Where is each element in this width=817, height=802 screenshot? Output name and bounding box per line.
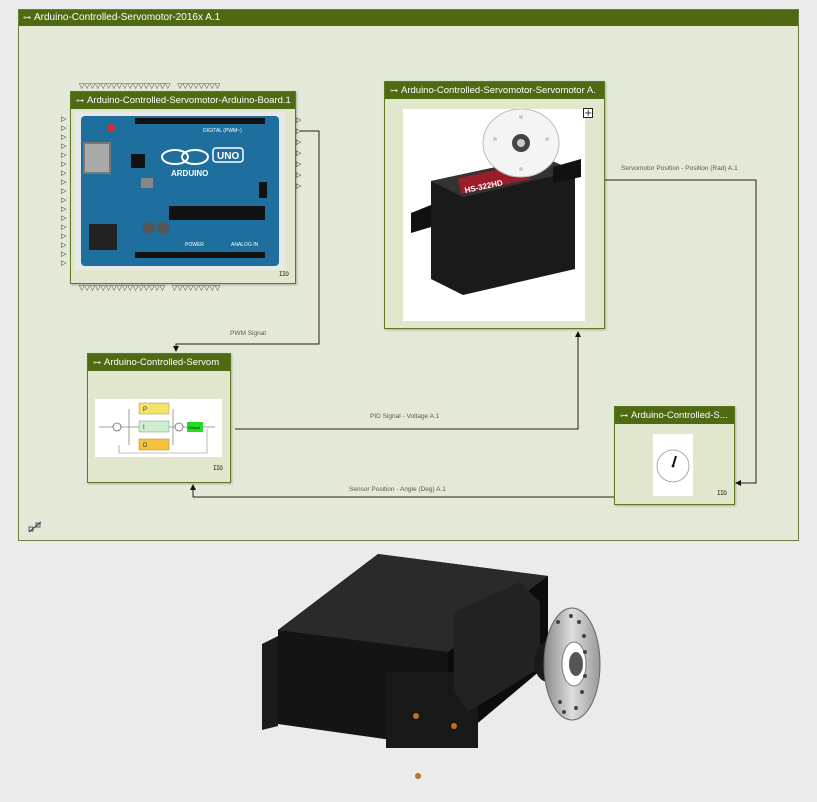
- wire-pid-signal[interactable]: [235, 331, 581, 430]
- pid-label-i: I: [143, 425, 145, 431]
- subsystem-icon: ⊶: [93, 358, 101, 367]
- board-io-tag: IIO: [279, 271, 289, 278]
- expand-button[interactable]: +: [583, 108, 593, 119]
- diagram-title-bar[interactable]: ⊶Arduino-Controlled-Servomotor-2016x A.1: [19, 10, 798, 26]
- pid-label-d: D: [143, 443, 148, 449]
- wire-sensor-position[interactable]: [190, 484, 614, 498]
- board-power-label: POWER: [185, 242, 204, 248]
- label-servomotor-position: Servomotor Position - Position (Rad) A.1: [621, 165, 738, 172]
- block-sensor[interactable]: ⊶Arduino-Controlled-S... IIO: [614, 406, 735, 505]
- pid-label-output: Output: [188, 425, 201, 430]
- block-controller-title: ⊶Arduino-Controlled-Servom: [88, 354, 230, 371]
- board-uno-label: UNO: [217, 151, 239, 162]
- block-servomotor-title-text: Arduino-Controlled-Servomotor-Servomotor…: [401, 85, 596, 96]
- controller-io-tag: IIO: [213, 465, 223, 472]
- arduino-board-image: DIGITAL (PWM~) ARDUINO UNO POWER ANALOG …: [75, 112, 285, 270]
- board-left-pins[interactable]: ▷▷▷▷▷▷▷▷▷▷▷▷▷▷▷▷▷: [61, 115, 67, 267]
- connection-wires: [173, 130, 757, 498]
- block-controller-title-text: Arduino-Controlled-Servom: [104, 357, 220, 368]
- label-sensor-position: Sensor Position - Angle (Deg) A.1: [349, 486, 446, 493]
- wire-servomotor-position[interactable]: [604, 179, 757, 486]
- board-right-pins[interactable]: ▷▷▷▷▷▷▷: [296, 116, 302, 190]
- board-analog-label: ANALOG IN: [231, 242, 259, 248]
- subsystem-icon: ⊶: [23, 13, 31, 22]
- block-arduino-board-title: ⊶Arduino-Controlled-Servomotor-Arduino-B…: [71, 92, 295, 109]
- subsystem-icon: ⊶: [620, 411, 628, 420]
- sensor-dial-image: [653, 434, 693, 496]
- diagram-title: Arduino-Controlled-Servomotor-2016x A.1: [34, 12, 221, 23]
- block-sensor-title-text: Arduino-Controlled-S...: [631, 410, 728, 421]
- block-servomotor-title: ⊶Arduino-Controlled-Servomotor-Servomoto…: [385, 82, 604, 99]
- board-brand-label: ARDUINO: [171, 169, 208, 178]
- label-pwm-signal: PWM Signal: [230, 330, 266, 337]
- wire-pwm-signal[interactable]: [173, 130, 320, 352]
- block-arduino-board-title-text: Arduino-Controlled-Servomotor-Arduino-Bo…: [87, 95, 291, 106]
- block-controller[interactable]: ⊶Arduino-Controlled-Servom P I D Output …: [87, 353, 231, 483]
- sensor-io-tag: IIO: [717, 490, 727, 497]
- board-top-pins[interactable]: ▽▽▽▽▽▽▽▽▽▽▽▽▽▽▽▽▽ ▽▽▽▽▽▽▽▽: [79, 82, 221, 90]
- pid-label-p: P: [143, 407, 147, 413]
- servomotor-image: HS-322HD: [403, 109, 585, 321]
- board-bottom-pins[interactable]: ▽▽▽▽▽▽▽▽▽▽▽▽▽▽▽▽ ▽▽▽▽▽▽▽▽▽: [79, 284, 221, 292]
- subsystem-icon: ⊶: [76, 96, 84, 105]
- label-pid-signal: PID Signal - Voltage A.1: [370, 413, 440, 420]
- servo-3d-render: [262, 554, 601, 779]
- block-servomotor[interactable]: ⊶Arduino-Controlled-Servomotor-Servomoto…: [384, 81, 605, 329]
- diagram-canvas: ⊶Arduino-Controlled-Servomotor-2016x A.1…: [18, 9, 799, 541]
- block-arduino-board[interactable]: ⊶Arduino-Controlled-Servomotor-Arduino-B…: [70, 91, 296, 284]
- block-sensor-title: ⊶Arduino-Controlled-S...: [615, 407, 734, 424]
- pid-diagram-image: P I D Output: [95, 399, 222, 457]
- board-digital-label: DIGITAL (PWM~): [203, 128, 242, 134]
- subsystem-icon: ⊶: [390, 86, 398, 95]
- blocks-diagram-icon[interactable]: [28, 521, 42, 533]
